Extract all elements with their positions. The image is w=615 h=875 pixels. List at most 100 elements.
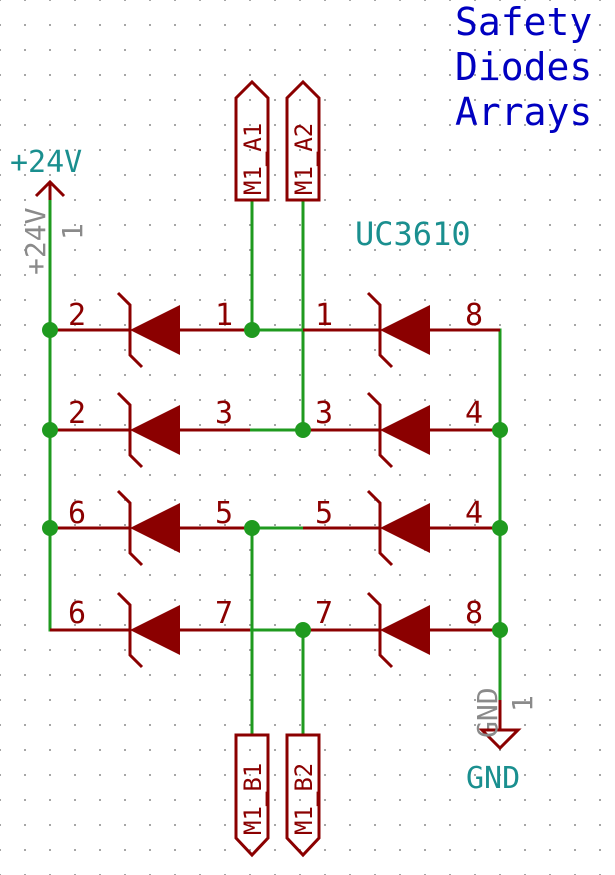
tvs-diode-icon[interactable] (50, 391, 250, 469)
grid-dot (74, 349, 76, 351)
grid-dot (324, 99, 326, 101)
grid-dot (49, 174, 51, 176)
junction-dot[interactable] (42, 322, 58, 338)
grid-dot (399, 449, 401, 451)
grid-dot (449, 724, 451, 726)
grid-dot (324, 824, 326, 826)
grid-dot (349, 424, 351, 426)
grid-dot (99, 599, 101, 601)
grid-dot (474, 624, 476, 626)
connector-m1-a2[interactable]: M1_A2 (285, 79, 321, 202)
grid-dot (24, 674, 26, 676)
junction-dot[interactable] (492, 622, 508, 638)
grid-dot (249, 0, 251, 1)
tvs-diode-icon[interactable] (50, 489, 250, 567)
grid-dot (324, 699, 326, 701)
tvs-diode-icon[interactable] (303, 391, 500, 469)
tvs-diode-icon[interactable] (303, 591, 500, 669)
tvs-diode-icon[interactable] (50, 591, 250, 669)
grid-dot (524, 299, 526, 301)
grid-dot (24, 99, 26, 101)
grid-dot (199, 224, 201, 226)
grid-dot (99, 74, 101, 76)
grid-dot (549, 99, 551, 101)
grid-dot (49, 799, 51, 801)
junction-dot[interactable] (42, 422, 58, 438)
grid-dot (124, 99, 126, 101)
grid-dot (349, 599, 351, 601)
gnd-symbol[interactable]: GND GND 1 (466, 687, 539, 796)
grid-dot (599, 724, 601, 726)
connector-m1-a1[interactable]: M1_A1 (234, 79, 270, 202)
grid-dot (449, 349, 451, 351)
connector-label: M1_A2 (290, 123, 318, 195)
pin-row3-left-inner: 5 (215, 496, 233, 531)
grid-dot (599, 549, 601, 551)
grid-dot (399, 374, 401, 376)
grid-dot (249, 349, 251, 351)
grid-dot (399, 274, 401, 276)
grid-dot (0, 249, 1, 251)
grid-dot (349, 349, 351, 351)
grid-dot (549, 24, 551, 26)
grid-dot (74, 49, 76, 51)
grid-dot (24, 774, 26, 776)
tvs-diode-icon[interactable] (303, 291, 500, 369)
grid-dot (574, 24, 576, 26)
grid-dot (599, 199, 601, 201)
grid-dot (0, 0, 1, 1)
grid-dot (449, 649, 451, 651)
grid-dot (149, 99, 151, 101)
junction-dot[interactable] (244, 520, 260, 536)
grid-dot (249, 449, 251, 451)
grid-dot (574, 649, 576, 651)
grid-dot (399, 849, 401, 851)
power-24v-symbol[interactable]: +24V +24V 1 (10, 145, 89, 275)
connector-m1-b1[interactable]: M1_B1 (234, 733, 270, 858)
ic-label: UC3610 (355, 215, 471, 253)
grid-dot (74, 424, 76, 426)
grid-dot (224, 199, 226, 201)
grid-dot (49, 774, 51, 776)
grid-dot (0, 74, 1, 76)
grid-dot (524, 674, 526, 676)
grid-dot (149, 399, 151, 401)
grid-dot (99, 249, 101, 251)
junction-dot[interactable] (295, 422, 311, 438)
junction-dot[interactable] (244, 322, 260, 338)
junction-dot[interactable] (492, 422, 508, 438)
grid-dot (24, 549, 26, 551)
grid-dot (549, 699, 551, 701)
grid-dot (174, 474, 176, 476)
grid-dot (474, 649, 476, 651)
grid-dot (599, 599, 601, 601)
grid-dot (24, 824, 26, 826)
grid-dot (224, 474, 226, 476)
grid-dot (524, 549, 526, 551)
grid-dot (374, 474, 376, 476)
grid-dot (474, 699, 476, 701)
grid-dot (424, 474, 426, 476)
junction-dot[interactable] (42, 520, 58, 536)
grid-dot (224, 574, 226, 576)
grid-dot (124, 274, 126, 276)
grid-dot (424, 274, 426, 276)
grid-dot (224, 824, 226, 826)
pin-row4-right-outer: 8 (465, 596, 483, 631)
grid-dot (74, 124, 76, 126)
junction-dot[interactable] (492, 520, 508, 536)
grid-dot (474, 124, 476, 126)
grid-dot (349, 149, 351, 151)
grid-dot (274, 549, 276, 551)
tvs-diode-icon[interactable] (303, 489, 500, 567)
grid-dot (474, 199, 476, 201)
connector-m1-b2[interactable]: M1_B2 (285, 733, 321, 858)
grid-dot (174, 24, 176, 26)
junction-dot[interactable] (295, 622, 311, 638)
grid-dot (299, 124, 301, 126)
grid-dot (224, 24, 226, 26)
grid-dot (49, 124, 51, 126)
grid-dot (274, 624, 276, 626)
grid-dot (249, 774, 251, 776)
tvs-diode-icon[interactable] (50, 291, 250, 369)
